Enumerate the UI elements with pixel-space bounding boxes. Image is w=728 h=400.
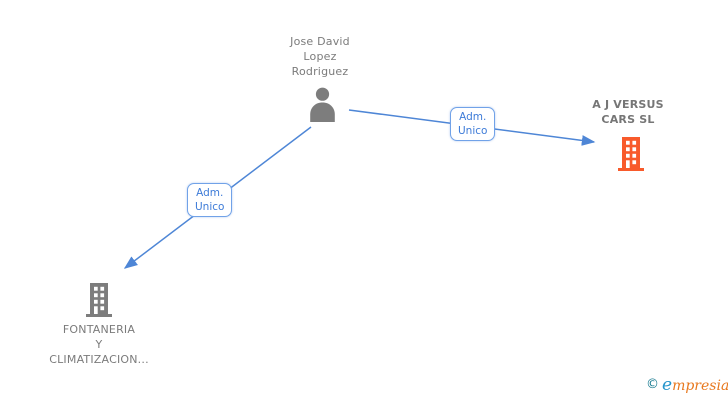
person-node[interactable]	[307, 87, 338, 126]
edge-label-adm-unico-left[interactable]: Adm. Unico	[187, 183, 233, 217]
person-name-line: Lopez	[303, 50, 337, 63]
person-icon	[310, 87, 335, 122]
company-name-line: A J VERSUS	[592, 98, 664, 111]
person-name-line: Rodriguez	[291, 65, 349, 78]
company-name-line: CARS SL	[601, 113, 655, 126]
company-name-line: Y	[95, 338, 103, 351]
person-name[interactable]: Jose David Lopez Rodriguez	[250, 34, 390, 79]
building-icon	[618, 137, 644, 171]
edge-label-adm-unico-right[interactable]: Adm. Unico	[450, 107, 496, 141]
building-icon	[86, 283, 112, 317]
company-name-ajversus[interactable]: A J VERSUS CARS SL	[568, 97, 688, 127]
watermark-empresia[interactable]: ©empresia	[646, 375, 728, 395]
watermark-brand-initial: e	[662, 375, 673, 395]
edge-label-line: Adm.	[459, 111, 487, 123]
company-node-fontaneria[interactable]	[86, 283, 112, 321]
edge-label-line: Unico	[195, 201, 225, 213]
watermark-brand-rest: mpresia	[672, 378, 728, 394]
company-name-line: CLIMATIZACION...	[49, 353, 149, 366]
edge-label-line: Adm.	[196, 187, 224, 199]
company-node-ajversus[interactable]	[618, 137, 644, 175]
company-name-line: FONTANERIA	[62, 323, 136, 336]
company-name-fontaneria[interactable]: FONTANERIA Y CLIMATIZACION...	[27, 322, 171, 367]
edge-label-line: Unico	[458, 125, 488, 137]
person-name-line: Jose David	[290, 35, 350, 48]
copyright-icon: ©	[646, 377, 659, 392]
